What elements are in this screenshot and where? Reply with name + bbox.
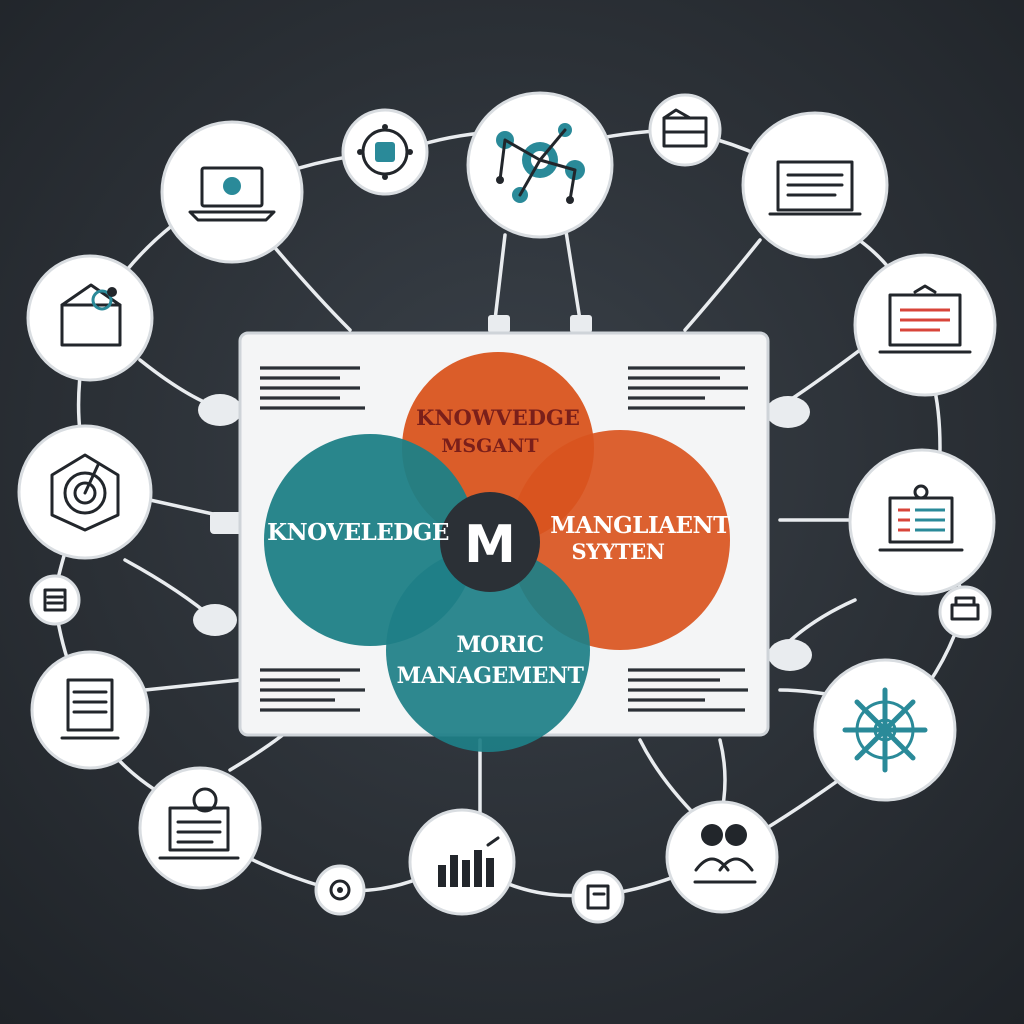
laptop-icon <box>160 120 304 264</box>
folder-icon <box>648 93 722 167</box>
venn-center-disc <box>440 492 540 592</box>
center-letter: M <box>464 515 516 575</box>
venn-right-label-line1: MANGLIAENT <box>550 512 730 539</box>
board-text-lines-bottom-right <box>628 668 748 712</box>
venn-top-label-line2: MSGANT <box>441 435 538 457</box>
mail-icon <box>26 254 154 382</box>
board-text-lines-bottom-left <box>260 668 365 712</box>
board-text-lines-top-left <box>260 366 365 410</box>
monitor-user-icon <box>138 766 262 890</box>
gear-small-icon <box>314 864 366 916</box>
board-text-lines-top-right <box>628 366 748 410</box>
small-doc-icon <box>29 574 81 626</box>
team-icon <box>665 800 779 914</box>
venn-bottom-label-line1: MORIC <box>456 632 543 658</box>
laptop-list-icon <box>848 448 996 596</box>
network-gear-icon <box>341 108 429 196</box>
document-screen-icon <box>741 111 889 259</box>
helm-wheel-icon <box>813 658 957 802</box>
board-connectors <box>193 315 812 671</box>
note-icon <box>571 870 625 924</box>
bar-chart-icon <box>408 808 516 916</box>
printer-icon <box>938 585 992 639</box>
venn-top-label-line1: KNOWVEDGE <box>416 405 580 430</box>
laptop-document-icon <box>853 253 997 397</box>
target-icon <box>17 424 153 560</box>
venn-diagram: KNOWVEDGE MSGANT KNOVELEDGE MANGLIAENT S… <box>264 352 731 752</box>
venn-bottom-label-line2: MANAGEMENT <box>397 663 585 689</box>
network-cluster-icon <box>466 91 614 239</box>
document-stack-icon <box>30 650 150 770</box>
venn-right-label-line2: SYYTEN <box>572 539 665 564</box>
venn-left-label: KNOVELEDGE <box>267 519 449 546</box>
venn-circle-bottom <box>386 548 590 752</box>
